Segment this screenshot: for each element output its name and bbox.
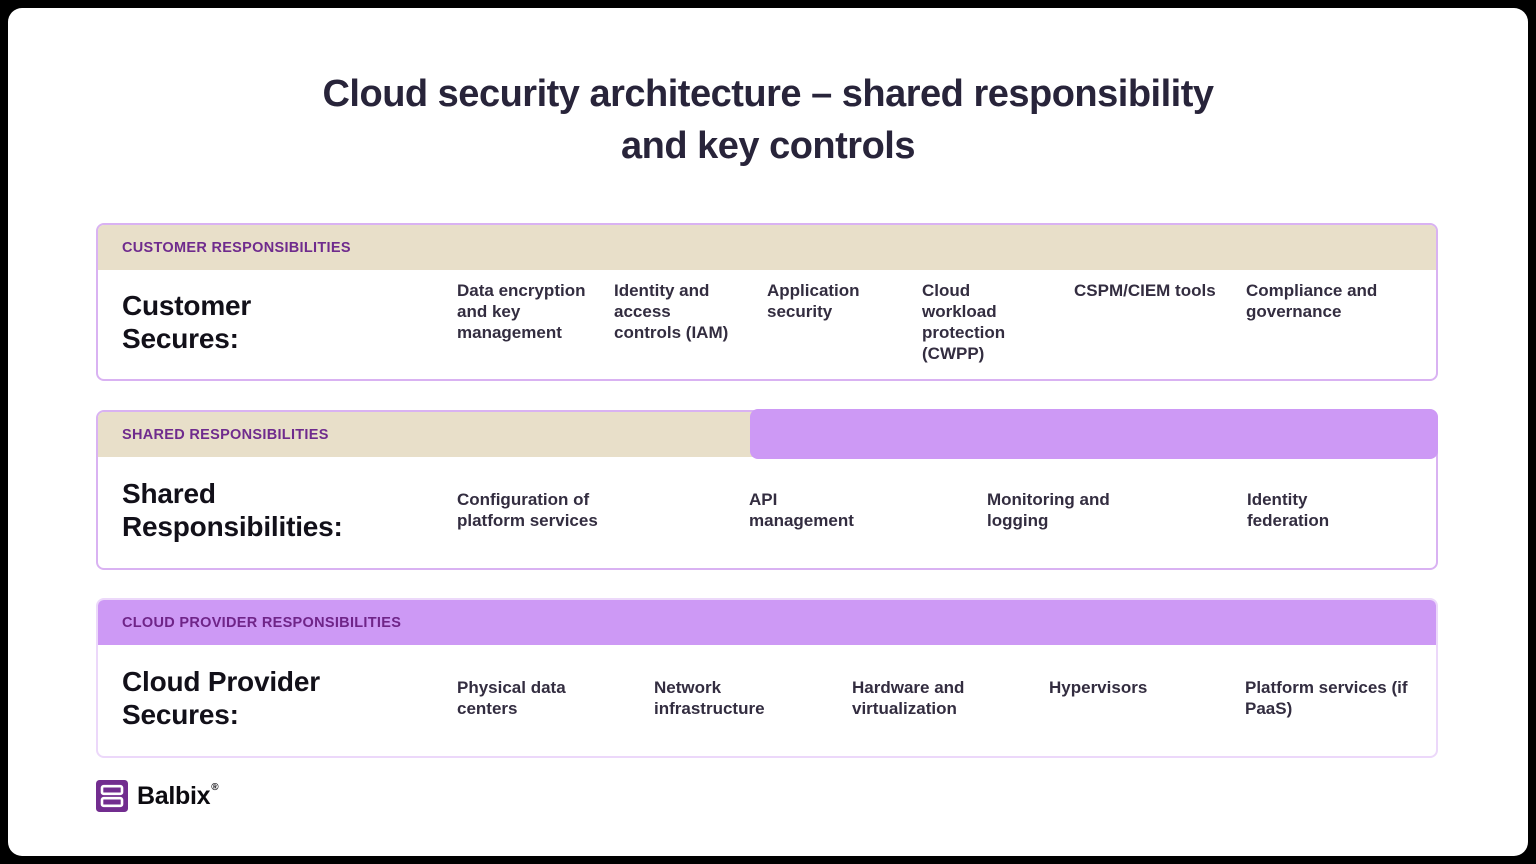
provider-item: Network infrastructure (654, 677, 765, 718)
shared-responsibilities-label: Shared Responsibilities: (122, 477, 343, 542)
balbix-logo-text: Balbix® (137, 781, 219, 810)
provider-section-header-label: CLOUD PROVIDER RESPONSIBILITIES (122, 614, 402, 631)
shared-item: Identity federation (1247, 489, 1330, 530)
customer-section-header: CUSTOMER RESPONSIBILITIES (98, 225, 1436, 270)
page-title-line1: Cloud security architecture – shared res… (322, 73, 1214, 115)
customer-section-header-label: CUSTOMER RESPONSIBILITIES (122, 239, 351, 256)
balbix-logo: Balbix® (96, 780, 219, 812)
shared-section-header-label: SHARED RESPONSIBILITIES (122, 426, 329, 443)
customer-item: Data encryption and key management (457, 280, 586, 342)
registered-trademark-symbol: ® (211, 781, 219, 793)
provider-section-header: CLOUD PROVIDER RESPONSIBILITIES (98, 600, 1436, 645)
customer-item: Compliance and governance (1246, 280, 1378, 321)
page-title-line2: and key controls (621, 125, 915, 167)
provider-item: Hardware and virtualization (852, 677, 965, 718)
shared-items: Configuration of platform services API m… (457, 489, 1436, 531)
provider-section-body: Cloud Provider Secures: Physical data ce… (98, 645, 1436, 756)
customer-section-body: Customer Secures: Data encryption and ke… (98, 270, 1436, 379)
provider-item: Physical data centers (457, 677, 566, 718)
customer-item: Identity and access controls (IAM) (614, 280, 729, 342)
balbix-logo-icon (96, 780, 128, 812)
customer-item: Application security (767, 280, 860, 321)
infographic-card: Cloud security architecture – shared res… (8, 8, 1528, 856)
provider-item: Platform services (if PaaS) (1245, 677, 1408, 718)
customer-item: Cloud workload protection (CWPP) (922, 280, 1006, 363)
customer-responsibilities-section: CUSTOMER RESPONSIBILITIES Customer Secur… (96, 223, 1438, 381)
shared-section-body: Shared Responsibilities: Configuration o… (98, 457, 1436, 568)
shared-responsibilities-section: SHARED RESPONSIBILITIES Shared Responsib… (96, 409, 1438, 570)
provider-item: Hypervisors (1049, 677, 1148, 697)
customer-secures-label: Customer Secures: (122, 289, 252, 354)
customer-item: CSPM/CIEM tools (1074, 280, 1216, 300)
customer-items: Data encryption and key management Ident… (457, 280, 1436, 364)
shared-section-header: SHARED RESPONSIBILITIES (98, 412, 754, 457)
cloud-provider-secures-label: Cloud Provider Secures: (122, 665, 320, 730)
provider-items: Physical data centers Network infrastruc… (457, 677, 1436, 719)
shared-item: Configuration of platform services (457, 489, 598, 530)
shared-item: API management (749, 489, 854, 530)
page-title: Cloud security architecture – shared res… (8, 68, 1528, 172)
shared-header-purple-bar (750, 409, 1438, 459)
cloud-provider-responsibilities-section: CLOUD PROVIDER RESPONSIBILITIES Cloud Pr… (96, 598, 1438, 758)
shared-item: Monitoring and logging (987, 489, 1110, 530)
